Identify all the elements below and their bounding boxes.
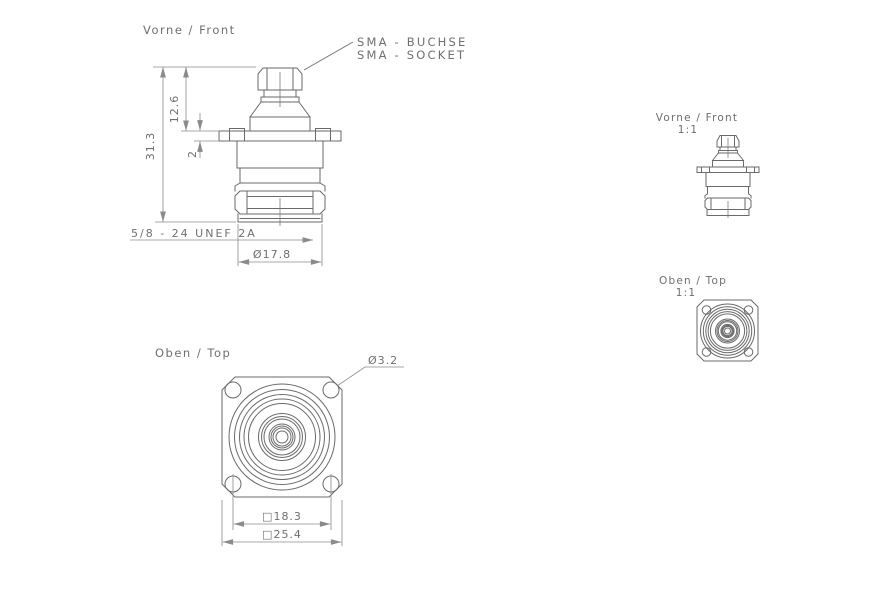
small-bolt-hole-top-left [701, 305, 712, 315]
sma-callout-de: SMA - BUCHSE [357, 35, 468, 49]
front-view-main: Vorne / Front SMA - BUCHSE SMA - SOCKET … [130, 23, 468, 266]
top-view-flange-outline [221, 376, 343, 498]
dim-text-hole-diameter: Ø3.2 [368, 354, 398, 367]
top-view-concentric-circles [228, 383, 336, 491]
sma-callout-en: SMA - SOCKET [357, 48, 466, 62]
top-view-small-flange-outline [696, 299, 759, 362]
dim-text-flange-width: □25.4 [262, 528, 302, 541]
dim-text-hole-spacing: □18.3 [262, 510, 302, 523]
front-view-small-label: Vorne / Front [656, 112, 738, 124]
small-bolt-hole-top-right [743, 305, 754, 315]
hole-diameter-leader [336, 366, 404, 387]
top-view-extension-lines [221, 474, 343, 546]
top-view-label: Oben / Top [155, 346, 231, 360]
top-view-small-concentric-circles [700, 303, 755, 359]
dim-text-upper-height: 12.6 [168, 95, 181, 124]
thread-callout-text: 5/8 - 24 UNEF 2A [131, 227, 257, 240]
top-view-main: Oben / Top Ø3.2 □18.3 [155, 346, 404, 546]
top-view-small: Oben / Top 1:1 [659, 275, 759, 362]
dim-text-body-diameter: Ø17.8 [253, 248, 291, 261]
front-view-small-outline [696, 135, 760, 216]
small-bolt-hole-bottom-left [701, 347, 712, 357]
dim-text-overall-height: 31.3 [144, 132, 157, 161]
small-bolt-hole-bottom-right [743, 347, 754, 357]
front-view-small-scale: 1:1 [678, 124, 699, 136]
top-view-small-label: Oben / Top [659, 275, 727, 287]
dim-text-flange-thickness: 2 [186, 150, 199, 158]
bolt-hole-top-left [224, 381, 242, 399]
bolt-hole-top-right [322, 381, 340, 399]
front-view-extension-lines [153, 66, 323, 266]
front-view-label: Vorne / Front [143, 23, 236, 37]
front-view-small: Vorne / Front 1:1 [656, 112, 760, 218]
sma-callout-leader [303, 41, 354, 71]
top-view-small-scale: 1:1 [676, 287, 697, 299]
